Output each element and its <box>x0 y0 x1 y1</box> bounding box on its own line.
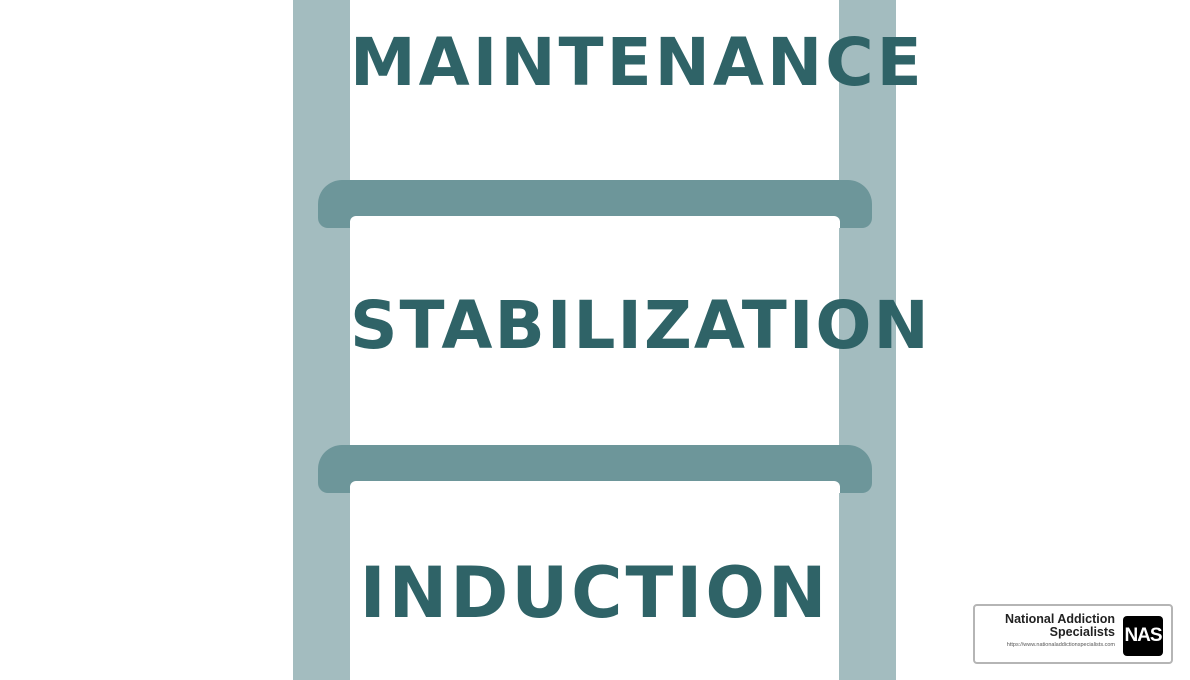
ladder-right-rail <box>839 0 896 680</box>
logo-url: https://www.nationaladdictionspecialists… <box>1006 642 1115 648</box>
ladder-rung-lower <box>318 445 872 493</box>
logo-text-block: National Addiction Specialists https://w… <box>965 613 1115 649</box>
step-label-stabilization: STABILIZATION <box>350 287 931 364</box>
step-label-induction: INDUCTION <box>359 552 830 634</box>
logo-brand-name: National Addiction Specialists <box>1005 612 1115 639</box>
ladder-rung-upper <box>318 180 872 228</box>
step-label-maintenance: MAINTENANCE <box>350 24 925 101</box>
brand-logo-badge: National Addiction Specialists https://w… <box>973 604 1173 664</box>
nas-logo-icon: NAS <box>1123 616 1163 656</box>
ladder-left-rail <box>293 0 350 680</box>
